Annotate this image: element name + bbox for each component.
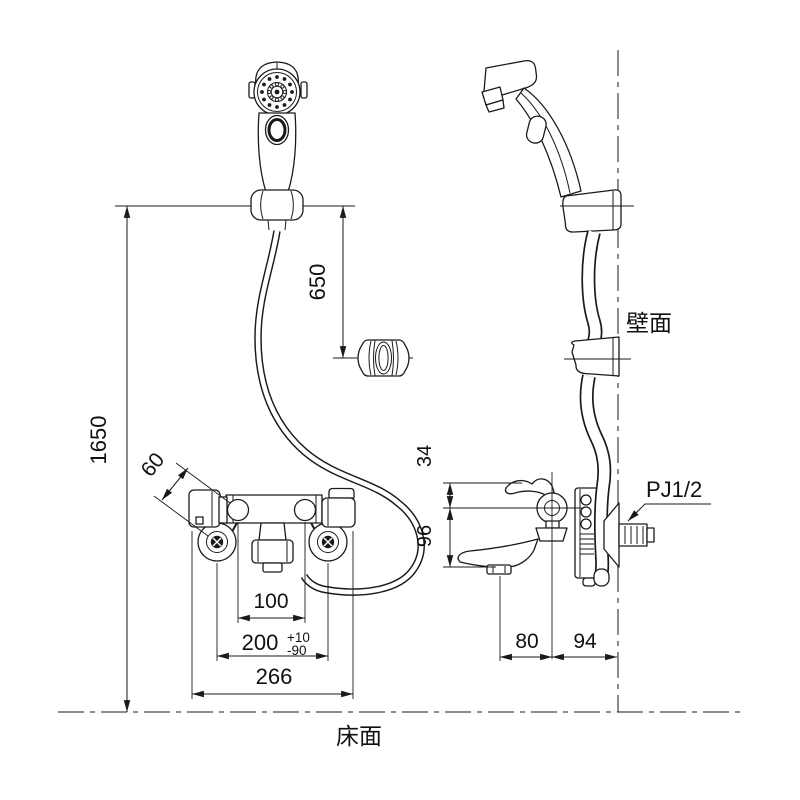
center-boss-dot [274,89,280,95]
side-dimensions: 34 96 80 94 PJ1/2 [414,445,711,661]
front-mixer-valve [188,487,356,573]
holder-detail-right [290,190,294,220]
ext-line-60-b [153,495,209,537]
dim-80-label: 80 [515,630,538,653]
side-grip-inner-line [520,92,571,194]
nipple-threads [624,526,644,544]
front-showerhead [248,61,308,231]
side-view: 34 96 80 94 PJ1/2 [414,60,711,661]
side-hose-upper [581,230,603,350]
temperature-handle-tab [195,516,204,525]
hook-knob-outer [375,341,392,375]
unit-thread-hatch [580,533,594,555]
holder-detail-left [260,190,264,220]
dim-266-label: 266 [256,664,293,689]
front-wall-hook [333,339,413,377]
spray-holes [260,75,294,109]
side-showerhead [481,60,634,233]
right-body-port [293,498,317,522]
thread-size-label: PJ1/2 [646,477,702,502]
unit-bottom-tab [582,577,596,587]
spout-aerator [486,564,512,575]
dim-96-label: 96 [414,525,436,547]
grip-stub-left [267,219,270,231]
hose-nut-tip [262,562,283,573]
grip-stub-right [284,219,287,231]
holder-bracket [250,189,304,221]
handle-neck [218,496,228,524]
unit-detail-circle [580,494,592,506]
dim-34-label: 34 [414,445,436,467]
left-body-port [226,498,250,522]
spray-button-inner [267,118,287,142]
dim-60-label: 60 [137,449,170,482]
side-hook-body [571,336,620,377]
wall-label: 壁面 [626,310,672,336]
spray-face-ring [257,72,297,112]
side-head-faceplate-step [485,99,505,113]
volume-handle [321,497,356,528]
dim-200-tolerance-plus: +10 [287,630,310,645]
center-boss-inner [270,85,284,99]
floor-label: 床面 [336,723,382,749]
hook-body [357,339,410,377]
unit-detail-circle [580,506,592,518]
head-right-tab [300,81,308,99]
spout-lever [504,478,555,498]
dim-94-label: 94 [573,630,597,653]
side-grip-clip [525,115,547,144]
side-wall-hook [564,336,631,377]
dim-200-label: 200 [242,630,279,655]
side-hose-lower [579,374,612,587]
hook-knob-inner [378,345,389,371]
front-view: 1650 650 60 100 200 +10 -90 266 [86,61,425,712]
unit-detail-circle [580,518,592,530]
escutcheon-flange [603,502,620,568]
hose-end-cap [593,568,610,587]
dim-200-tolerance-minus: -90 [287,643,307,658]
dim-650-label: 650 [305,264,330,301]
knob-stem [545,520,560,529]
spout-nut [535,527,568,542]
nipple-tip [646,527,655,543]
front-dimensions: 1650 650 60 100 200 +10 -90 266 [86,206,354,712]
dim-100-label: 100 [253,590,288,613]
side-holder-bracket [562,189,622,233]
side-extension-lines [443,472,584,661]
front-hose [254,230,425,596]
side-wall-connection [603,502,655,568]
volume-handle-tab [328,487,355,499]
shower-outlet-neck [258,522,287,541]
side-faucet [457,478,602,587]
dim-line-60 [161,467,189,501]
bath-spout [457,538,539,568]
pj-leader-line [627,503,711,522]
reference-lines [58,50,745,713]
side-grip [515,87,582,198]
dim-1650-label: 1650 [86,416,111,465]
temperature-handle [188,489,221,528]
